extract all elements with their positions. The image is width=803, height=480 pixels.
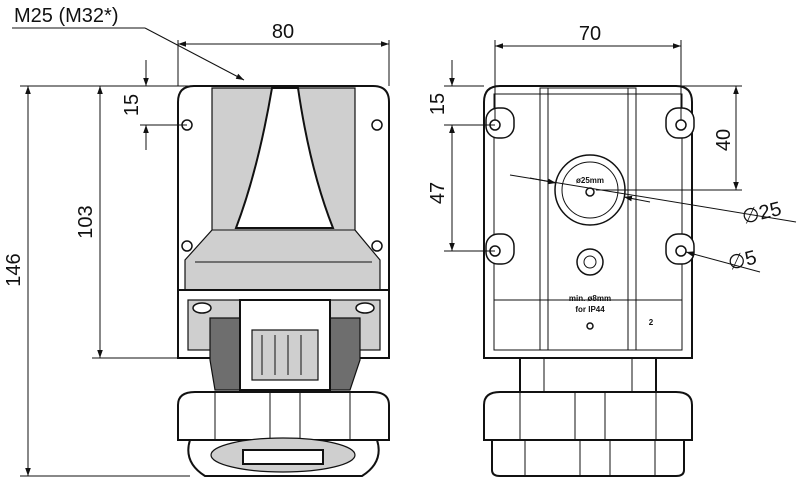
left-lid-ring	[177, 391, 390, 441]
left-mount-hole-top-right	[371, 119, 383, 131]
right-width-dimension: 70	[579, 23, 601, 45]
part-number-marking: 2	[649, 318, 654, 327]
cable-note-line-1: min. ø8mm	[569, 294, 611, 303]
right-lid-ring	[483, 391, 693, 441]
right-lid-front	[491, 439, 685, 477]
gland-diameter-dimension: ∅25	[740, 198, 784, 229]
right-slot-hole-bottom-right	[665, 233, 695, 265]
right-small-knockout	[576, 248, 604, 276]
right-top-offset-dimension: 15	[427, 93, 449, 115]
left-lid-label-plate	[242, 449, 324, 465]
right-slot-hole-bottom-left	[485, 233, 515, 265]
left-top-offset-dimension: 15	[121, 94, 143, 116]
cable-note-line-2: for IP44	[575, 305, 605, 314]
left-total-height-dimension: 146	[3, 253, 25, 286]
gland-size-marking: ø25mm	[576, 176, 604, 185]
right-slot-hole-top-left	[485, 107, 515, 139]
left-mount-hole-bottom-right	[371, 240, 383, 252]
right-slot-hole-top-right	[665, 107, 695, 139]
right-dimensions: 70 15 47 40 ∅25 ∅5	[427, 23, 797, 275]
thread-size-label: M25 (M32*)	[14, 5, 118, 27]
left-dimensions: 80 M25 (M32*) 15 103 146	[3, 5, 390, 477]
left-cable-gland-cone	[234, 87, 335, 229]
left-mount-height-dimension: 103	[75, 205, 97, 238]
right-center-offset-dimension: 40	[713, 129, 735, 151]
right-back-view: ø25mm min. ø8mm for IP44 2	[483, 85, 695, 477]
left-width-dimension: 80	[272, 21, 294, 43]
right-hole-spacing-dimension: 47	[427, 182, 449, 204]
left-side-view	[177, 85, 390, 477]
left-mount-hole-bottom-left	[181, 240, 193, 252]
